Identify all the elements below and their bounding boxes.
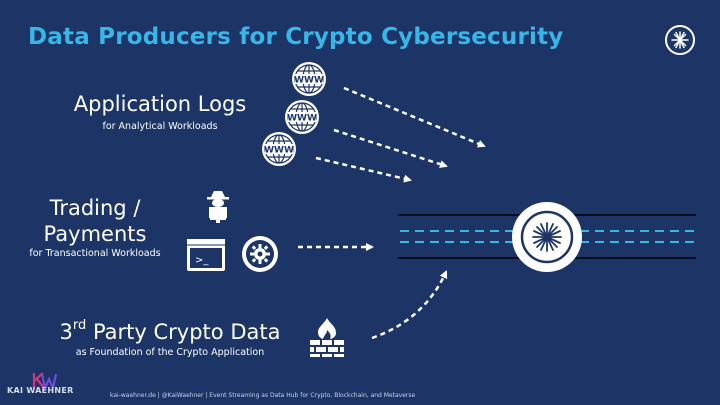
trading-title-line2: Payments: [43, 222, 147, 246]
globe-icon: WWW: [262, 132, 296, 166]
globe-icon: WWW: [285, 100, 319, 134]
trading-subtitle: for Transactional Workloads: [29, 248, 161, 259]
terminal-icon: >_: [187, 239, 225, 271]
firewall-icon: [310, 318, 344, 357]
slide-title: Data Producers for Crypto Cybersecurity: [28, 24, 564, 50]
third-party-title: 3rd Party Crypto Data: [40, 318, 300, 344]
globe-icon: WWW: [292, 62, 326, 96]
arrow-from-globe-3: [315, 156, 412, 183]
globe-www-label: WWW: [287, 114, 317, 124]
third-party-subtitle: as Foundation of the Crypto Application: [75, 347, 265, 358]
third-party-title-prefix: 3: [59, 320, 73, 344]
trading-title-line1: Trading /: [49, 196, 141, 220]
application-logs-subtitle: for Analytical Workloads: [102, 121, 218, 132]
third-party-title-rest: Party Crypto Data: [86, 320, 281, 344]
confluent-logo-icon: [665, 25, 695, 55]
gear-badge-icon: [242, 236, 278, 272]
terminal-prompt: >_: [195, 255, 209, 266]
arrow-from-globe-2: [333, 128, 448, 168]
hacker-at-laptop-icon: [207, 191, 229, 223]
kai-waehner-logo-icon: [32, 372, 58, 392]
arrow-from-third-party: [371, 270, 448, 340]
arrow-from-globe-1: [343, 86, 486, 148]
globe-www-label: WWW: [294, 76, 324, 86]
third-party-title-sup: rd: [72, 318, 87, 333]
event-hub-icon: [512, 202, 582, 272]
application-logs-title: Application Logs: [73, 92, 247, 116]
footer-text: kai-waehner.de | @KaiWaehner | Event Str…: [110, 392, 416, 399]
globe-www-label: WWW: [264, 146, 294, 156]
kai-waehner-logo-text: KAI WAEHNER: [7, 386, 74, 395]
